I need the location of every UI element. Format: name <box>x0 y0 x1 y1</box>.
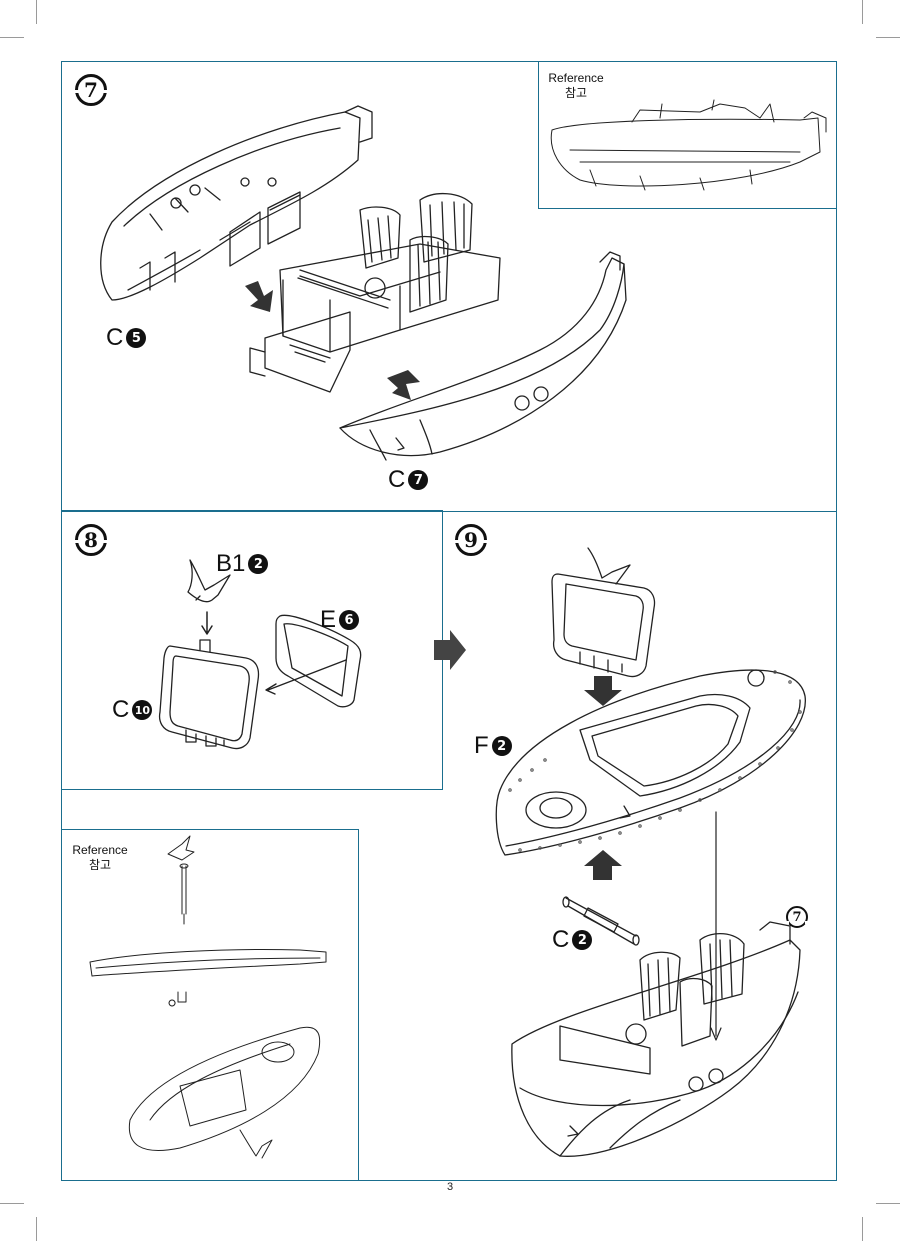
reference-subtitle: 참고 <box>88 858 112 872</box>
part-label-f2: F 2 <box>474 732 512 760</box>
reference-hull-top <box>550 99 827 191</box>
step-8-badge: 8 <box>73 524 109 556</box>
part-letter: C <box>112 696 130 723</box>
reference-title: Reference <box>72 843 128 857</box>
reference-panel-top <box>538 61 837 209</box>
step-7-ref-badge: 7 <box>783 906 811 928</box>
assembled-boat <box>511 921 801 1157</box>
windshield-assembly <box>551 547 656 678</box>
part-label-c2: C 2 <box>552 926 593 954</box>
crop-mark <box>36 0 37 24</box>
hull-half-left <box>100 105 373 301</box>
crop-mark <box>862 0 863 24</box>
part-label-e6: E 6 <box>320 606 360 634</box>
part-number-icon: 2 <box>572 930 593 950</box>
part-letter: F <box>474 732 489 759</box>
reference-label-bottom: Reference 참고 <box>72 843 128 873</box>
cockpit-chassis <box>249 193 501 393</box>
crop-mark <box>876 37 900 38</box>
step-9-badge: 9 <box>453 524 489 556</box>
part-number-icon: 10 <box>132 700 153 720</box>
step-7-panel <box>61 61 837 512</box>
part-label-c5: C 5 <box>106 324 147 352</box>
rod-part-c2 <box>562 896 640 946</box>
guide-line <box>710 811 722 1041</box>
reference-label-top: Reference 참고 <box>548 71 604 101</box>
windshield-frame-c10 <box>158 639 260 750</box>
assembly-arrow-icon <box>387 370 420 400</box>
part-letter: E <box>320 606 337 633</box>
part-label-b1-2: B1 2 <box>216 550 269 578</box>
step-7-badge: 7 <box>73 74 109 106</box>
part-letter: C <box>552 926 570 953</box>
crop-mark <box>876 1203 900 1204</box>
page-number: 3 <box>446 1181 454 1193</box>
part-number-icon: 5 <box>126 328 147 348</box>
part-number-icon: 6 <box>339 610 360 630</box>
reference-assembly-bottom <box>89 835 327 1159</box>
assembly-arrow-icon <box>584 676 622 706</box>
windshield-glass-e6 <box>275 614 362 708</box>
part-number-icon: 2 <box>491 736 512 756</box>
part-label-c7: C 7 <box>388 466 429 494</box>
part-number-icon: 7 <box>408 470 429 490</box>
reference-subtitle: 참고 <box>564 86 588 100</box>
hull-half-right <box>339 251 627 461</box>
crop-mark <box>0 1203 24 1204</box>
deck-part-f2 <box>495 669 806 856</box>
reference-panel-bottom <box>61 829 359 1181</box>
part-label-c10: C 10 <box>112 696 153 724</box>
reference-title: Reference <box>548 71 604 85</box>
crop-mark <box>36 1217 37 1241</box>
sail-part-b1 <box>187 559 231 603</box>
crop-mark <box>0 37 24 38</box>
assembly-arrow-icon <box>584 850 622 880</box>
part-letter: C <box>106 324 124 351</box>
crop-mark <box>862 1217 863 1241</box>
assembly-arrow-icon <box>245 281 273 312</box>
part-letter: B1 <box>216 550 246 577</box>
part-letter: C <box>388 466 406 493</box>
down-arrow <box>201 611 213 635</box>
part-number-icon: 2 <box>248 554 269 574</box>
placement-arrow <box>265 659 347 695</box>
assembly-arrow-icon <box>434 630 466 670</box>
